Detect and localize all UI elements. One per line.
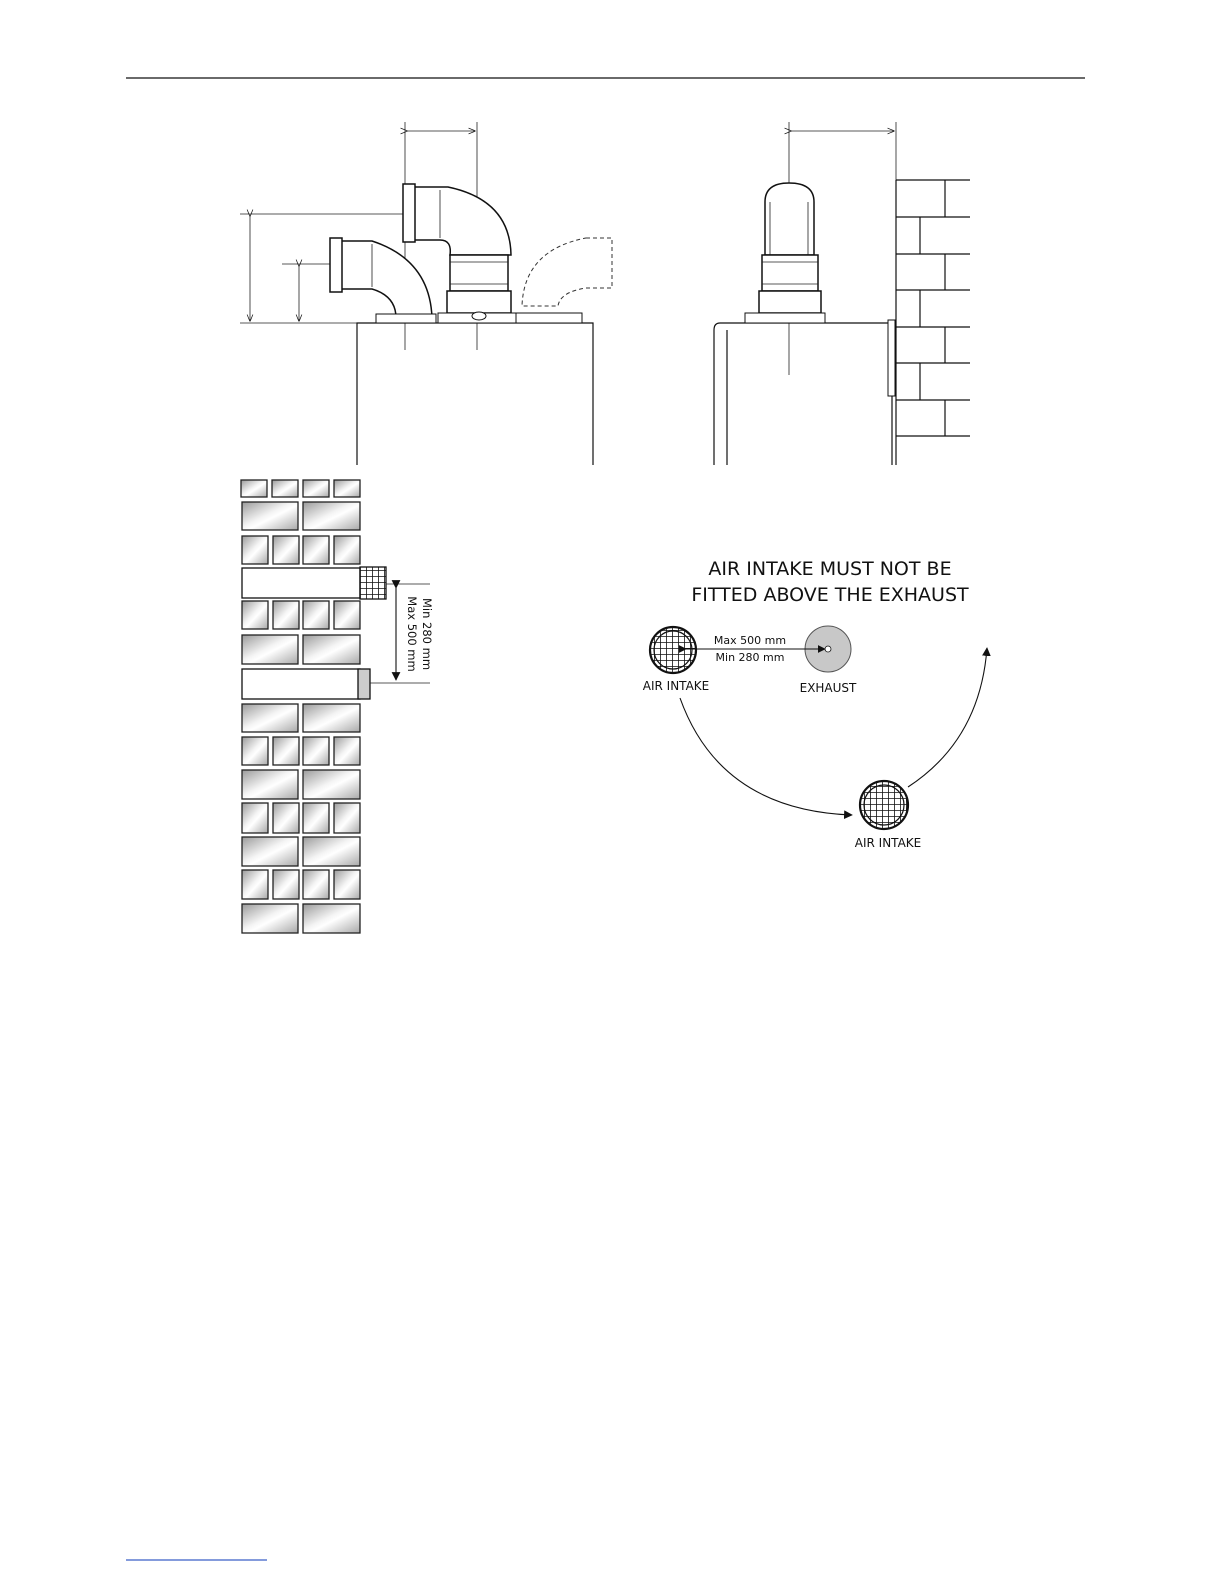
warning-line-2: FITTED ABOVE THE EXHAUST bbox=[691, 584, 969, 606]
exhaust-label: EXHAUST bbox=[800, 681, 857, 695]
air-intake-label-top: AIR INTAKE bbox=[643, 679, 709, 693]
terminal-brick-wall: Max 500 mm Min 280 mm bbox=[241, 480, 434, 933]
elbow-pipe-small bbox=[330, 238, 436, 323]
side-brick-wall bbox=[896, 180, 970, 465]
air-intake-label-bottom: AIR INTAKE bbox=[855, 836, 921, 850]
air-intake-grille-top bbox=[650, 627, 696, 673]
flue-terminal-upper bbox=[242, 568, 360, 598]
terminal-grille-upper bbox=[360, 567, 386, 599]
distance-max-label: Max 500 mm bbox=[714, 634, 786, 647]
wall-dimension-min: Min 280 mm bbox=[420, 598, 434, 670]
flue-terminal-lower bbox=[242, 669, 360, 699]
air-intake-grille-bottom bbox=[860, 781, 908, 829]
elbow-pipe-dashed bbox=[516, 238, 612, 323]
boiler-front-view bbox=[240, 122, 612, 465]
rotation-arrow-upper bbox=[908, 648, 987, 787]
wall-dimension-max: Max 500 mm bbox=[405, 596, 419, 671]
distance-min-label: Min 280 mm bbox=[716, 651, 785, 664]
boiler-side-view bbox=[714, 122, 970, 465]
rotation-arrow-lower bbox=[680, 698, 852, 815]
placement-rule-diagram: AIR INTAKE MUST NOT BE FITTED ABOVE THE … bbox=[643, 558, 987, 850]
terminal-cap-lower bbox=[358, 669, 370, 699]
warning-line-1: AIR INTAKE MUST NOT BE bbox=[708, 558, 951, 580]
boiler-body-front bbox=[357, 323, 593, 465]
